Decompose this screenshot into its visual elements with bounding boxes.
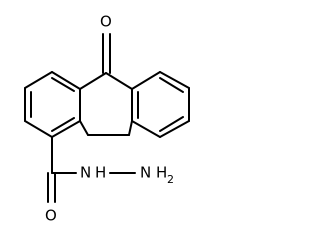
right-ring-bond-1 [131, 71, 161, 90]
amide-nitrogen-label: N [80, 164, 91, 182]
right-ring-bond-5 [131, 120, 161, 138]
five-ring-bond-top-left [79, 72, 107, 90]
ketone-oxygen-label: O [100, 13, 112, 31]
left-ring-double-3 [51, 117, 75, 132]
left-ring-double-1 [51, 77, 75, 92]
right-ring-double-1 [159, 77, 184, 93]
terminal-hydrogen-subscript: 2 [167, 173, 174, 186]
right-ring-double-2 [159, 116, 184, 132]
terminal-nitrogen-label: N [140, 164, 151, 182]
left-ring-bond-1 [51, 71, 81, 90]
left-ring-bond-2 [24, 71, 53, 89]
fluorenone-carbohydrazide-structure: O O N H N H 2 [24, 13, 190, 225]
left-fusion-bond [79, 120, 89, 136]
left-ring-bond-4 [24, 120, 53, 138]
right-ring-bond-4 [159, 120, 190, 138]
right-fusion-bond [128, 120, 133, 136]
right-ring-bond-2 [159, 71, 190, 89]
left-ring-bond-5 [51, 120, 81, 138]
hydrazine-hydrogen-label: H [95, 164, 106, 182]
terminal-hydrogen-label: H [156, 164, 167, 182]
five-ring-bond-top-right [105, 72, 133, 90]
carbonyl-oxygen-label: O [45, 207, 57, 225]
